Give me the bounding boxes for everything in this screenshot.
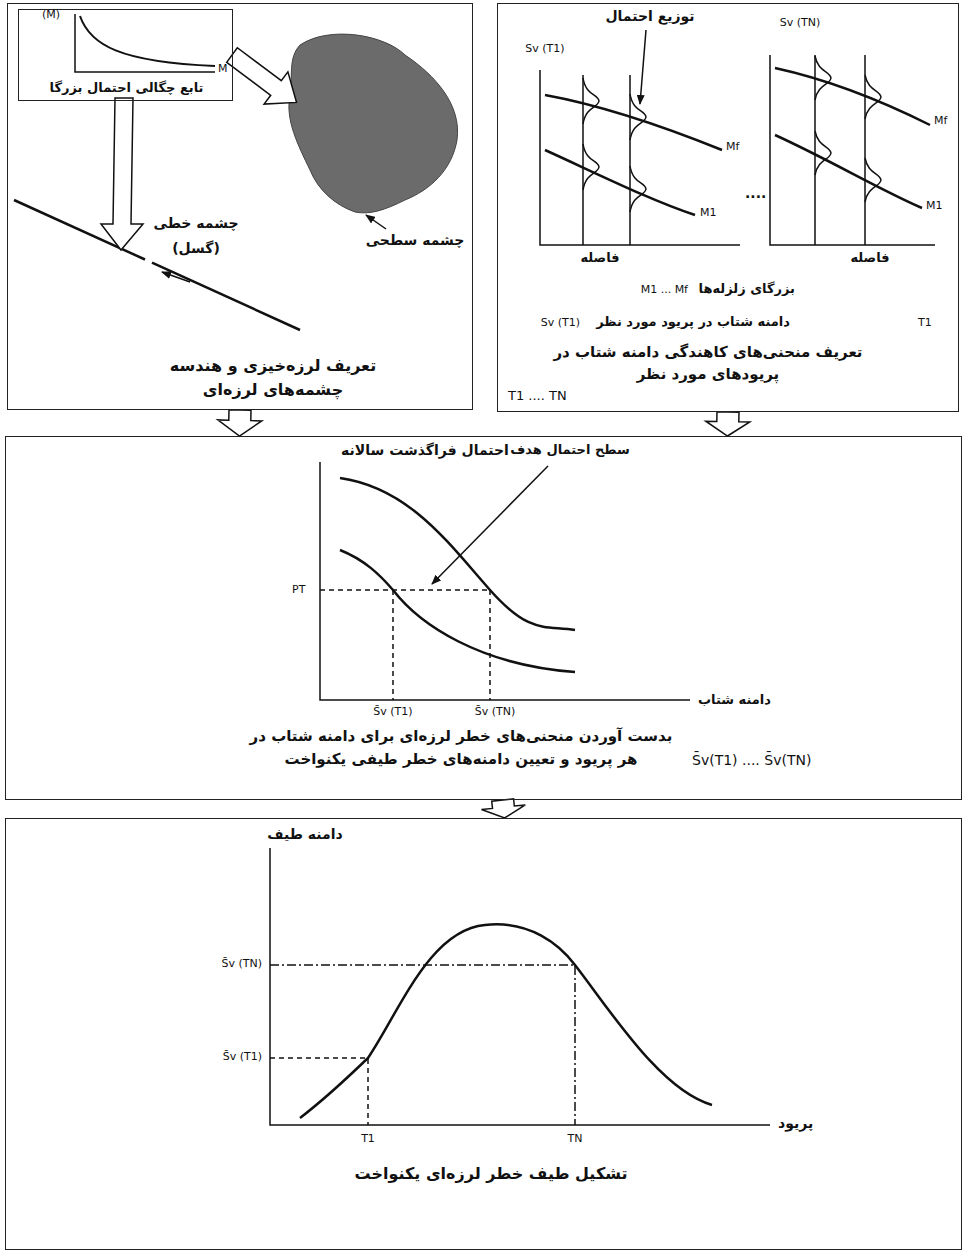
curve-label: Mf — [934, 114, 947, 127]
axis-label: T1 — [361, 1132, 375, 1145]
panel: بدست آوردن منحنی‌های خطر لرزه‌ای برای دا… — [5, 436, 962, 800]
note-text: دامنه شتاب در پریود مورد نظر — [596, 314, 790, 330]
fault-line — [14, 200, 300, 330]
period-range: T1 .... TN — [508, 388, 567, 404]
curve — [545, 150, 695, 215]
curve — [775, 135, 922, 208]
distribution — [583, 144, 599, 190]
axis — [320, 462, 690, 700]
node-title: تشکیل طیف خطر لرزه‌ای یکنواخت — [281, 1162, 701, 1186]
hollow-arrow — [227, 48, 297, 104]
note-symbol: T1 — [918, 316, 932, 329]
axis-label: S̄v (T1) — [373, 705, 412, 718]
axis-label: PT — [292, 583, 305, 596]
axis-label: Sv (T1) — [525, 42, 564, 55]
dashdot-guide — [270, 965, 575, 1125]
distribution — [815, 56, 831, 100]
axis-label: M — [218, 62, 228, 75]
axis — [75, 14, 215, 72]
vertical-line — [815, 55, 865, 245]
panel: تعریف منحنی‌های کاهندگی دامنه شتاب در پر… — [497, 3, 959, 412]
axis — [270, 848, 770, 1125]
source-label: چشمه سطحی — [366, 232, 465, 249]
axis-label: TN — [568, 1132, 583, 1145]
distribution — [630, 94, 646, 140]
hazard-curve-graph — [320, 462, 690, 700]
distribution — [815, 131, 831, 175]
area-source — [289, 34, 458, 213]
hazard-curve — [340, 478, 575, 630]
axis-label: (M) — [42, 8, 60, 21]
dashed-guide — [320, 590, 490, 700]
fault-segment — [152, 263, 300, 330]
source-label: چشمه خطی — [154, 215, 239, 232]
pointer-arrow — [162, 272, 190, 282]
axis-label: Sv (TN) — [780, 16, 821, 29]
curve-label: M1 — [926, 199, 943, 212]
axis — [770, 55, 935, 245]
note-text: بزرگای زلزله‌ها — [699, 281, 795, 297]
note-symbol: M1 ... Mf — [641, 283, 688, 296]
vertical-line — [583, 75, 630, 245]
node-title: بدست آوردن منحنی‌های خطر لرزه‌ای برای دا… — [241, 725, 681, 770]
pointer-arrow — [640, 30, 646, 104]
panel: تشکیل طیف خطر لرزه‌ای یکنواخت — [5, 818, 962, 1250]
uniform-hazard-spectrum — [270, 848, 770, 1125]
period-range: S̄v(T1) .... S̄v(TN) — [692, 752, 811, 769]
hollow-arrow — [482, 799, 526, 818]
hollow-arrow — [101, 98, 143, 250]
axis-label: دامنه شتاب — [698, 692, 771, 708]
axis-label: دامنه طیف — [267, 826, 342, 843]
axis-label: پریود — [778, 1115, 813, 1132]
distribution — [583, 78, 599, 124]
note-symbol: Sv (T1) — [541, 316, 580, 329]
pdf-curve — [80, 16, 215, 66]
callout-label: توزیع احتمال — [605, 8, 694, 25]
hazard-curve — [340, 550, 575, 672]
panel: تعریف لرزه‌خیزی و هندسه چشمه‌های لرزه‌ای… — [7, 3, 473, 410]
node-title: تعریف لرزه‌خیزی و هندسه چشمه‌های لرزه‌ای — [138, 354, 408, 402]
curve — [775, 68, 930, 125]
axis-label: S̄v (T1) — [223, 1050, 262, 1063]
curve-label: M1 — [700, 206, 717, 219]
hollow-arrow — [218, 410, 262, 436]
dashed-guide — [270, 1058, 368, 1125]
axis-label: S̄v (TN) — [475, 705, 516, 718]
callout-label: سطح احتمال هدف — [510, 442, 630, 458]
pointer-arrow — [432, 466, 548, 584]
hollow-arrow — [706, 412, 750, 436]
ellipsis: .... — [745, 185, 766, 202]
pointer-arrow — [366, 215, 386, 229]
axis-label: فاصله — [850, 250, 889, 266]
node-title: تابع چگالی احتمال بزرگا — [19, 80, 234, 97]
node-title: تعریف منحنی‌های کاهندگی دامنه شتاب در پر… — [543, 342, 873, 386]
magnitude-pdf-graph — [75, 14, 215, 72]
inset-box: تابع چگالی احتمال بزرگا — [18, 9, 233, 101]
axis-label: S̄v (TN) — [221, 957, 262, 970]
attenuation-graph — [770, 55, 935, 245]
distribution — [865, 158, 881, 202]
curve — [545, 95, 722, 150]
distribution — [630, 166, 646, 212]
axis-label: فاصله — [580, 250, 619, 266]
spectrum-curve — [300, 924, 712, 1118]
curve-label: Mf — [726, 140, 739, 153]
axis-label: احتمال فراگذشت سالانه — [341, 442, 509, 459]
distribution — [865, 75, 881, 119]
source-label: (گسل) — [172, 240, 220, 257]
